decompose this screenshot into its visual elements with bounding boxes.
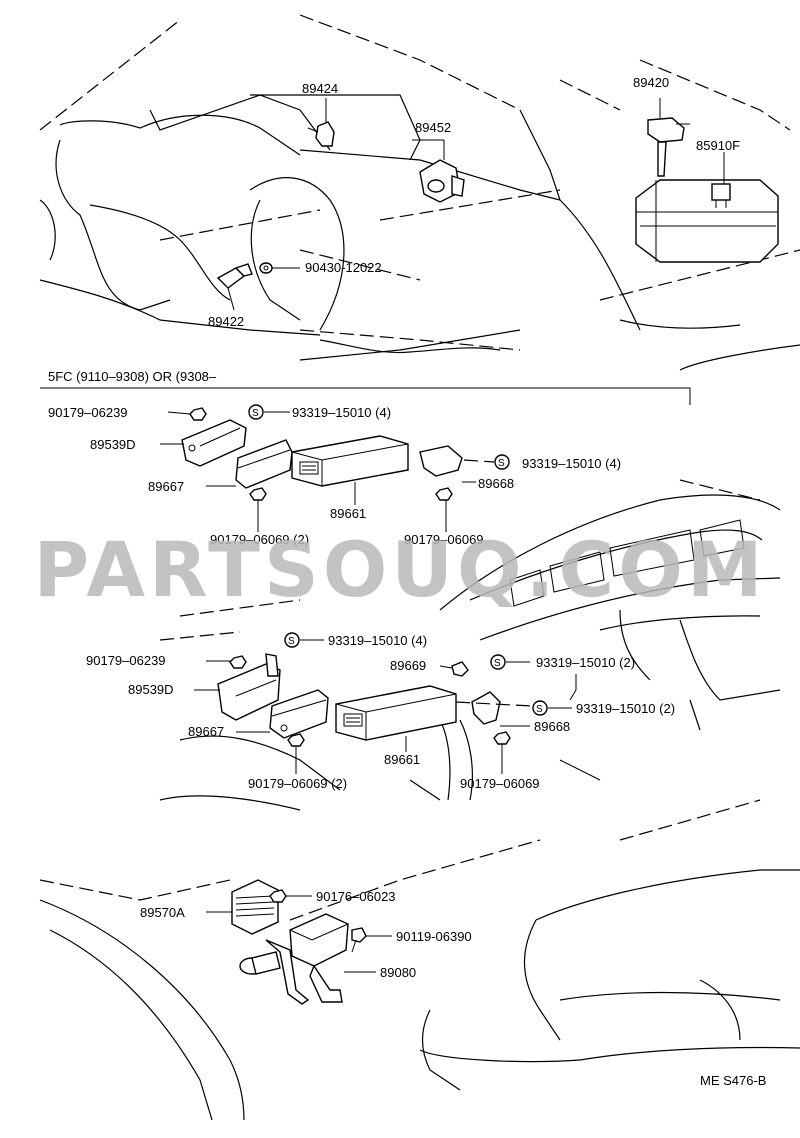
- label-93319-low-d: 93319–15010 (2): [536, 655, 635, 670]
- part-89424-icon: [307, 98, 335, 147]
- label-89667-mid: 89667: [148, 479, 184, 494]
- label-90176-06023: 90176–06023: [316, 889, 396, 904]
- label-93319-mid-a: 93319–15010 (4): [292, 405, 391, 420]
- svg-text:S: S: [288, 636, 295, 647]
- fender-outline: [39, 799, 800, 1121]
- label-89539D-low: 89539D: [128, 682, 174, 697]
- svg-text:S: S: [494, 658, 501, 669]
- label-93319-low-e: 93319–15010 (2): [576, 701, 675, 716]
- part-89570A-icon: [206, 879, 279, 935]
- relay-box: [635, 179, 779, 263]
- part-89422-icon: [216, 263, 253, 311]
- label-89424: 89424: [302, 81, 338, 96]
- middle-bracket-assembly: [160, 404, 510, 532]
- part-90176-icon: [269, 889, 312, 903]
- label-85910F: 85910F: [696, 138, 740, 153]
- engine-outline: [39, 14, 800, 371]
- diagram-code: ME S476-B: [700, 1073, 766, 1088]
- label-90430-12022: 90430-12022: [305, 260, 382, 275]
- label-89668-low: 89668: [534, 719, 570, 734]
- svg-text:S: S: [252, 408, 259, 419]
- section-bracket: [40, 387, 691, 405]
- label-89570A: 89570A: [140, 905, 185, 920]
- label-89420: 89420: [633, 75, 669, 90]
- s-markers: S S S S S: [252, 408, 543, 715]
- part-89080-icon: [239, 913, 376, 1005]
- label-93319-low-c: 93319–15010 (4): [328, 633, 427, 648]
- lower-bracket-assembly: [194, 632, 577, 774]
- label-90119-06390: 90119-06390: [396, 929, 472, 944]
- label-89667-low: 89667: [188, 724, 224, 739]
- svg-text:S: S: [536, 704, 543, 715]
- dashboard-outline: [159, 479, 781, 811]
- watermark: PARTSOUQ.COM: [33, 525, 766, 614]
- label-90179-06239-low: 90179–06239: [86, 653, 166, 668]
- part-85910F-icon: [711, 152, 731, 208]
- label-90179-06069-mid: 90179–06069: [404, 532, 484, 547]
- label-93319-mid-b: 93319–15010 (4): [522, 456, 621, 471]
- label-89661-mid: 89661: [330, 506, 366, 521]
- label-89668-mid: 89668: [478, 476, 514, 491]
- label-89539D-mid: 89539D: [90, 437, 136, 452]
- section-note: 5FC (9110–9308) OR (9308–: [48, 369, 217, 384]
- label-89661-low: 89661: [384, 752, 420, 767]
- part-89420-icon: [647, 98, 690, 177]
- label-89669-low: 89669: [390, 658, 426, 673]
- part-89452-icon: [412, 139, 465, 203]
- part-90119-icon: [351, 927, 392, 953]
- label-90179-06069-2-mid: 90179–06069 (2): [210, 532, 309, 547]
- label-89422: 89422: [208, 314, 244, 329]
- label-90179-06069-2-low: 90179–06069 (2): [248, 776, 347, 791]
- svg-text:S: S: [498, 458, 505, 469]
- part-90430-washer-icon: [259, 262, 300, 274]
- label-89452: 89452: [415, 120, 451, 135]
- label-90179-06069-low: 90179–06069: [460, 776, 540, 791]
- label-90179-06239-mid: 90179–06239: [48, 405, 128, 420]
- label-89080: 89080: [380, 965, 416, 980]
